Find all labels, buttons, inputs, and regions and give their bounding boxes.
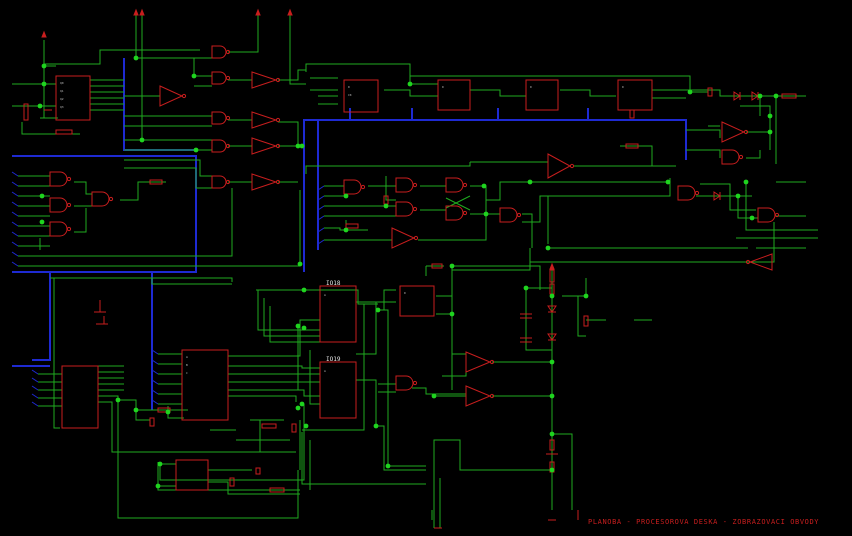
svg-text:Q0: Q0 <box>60 81 64 85</box>
gate-right-1 <box>721 149 740 165</box>
svg-text:D: D <box>404 291 406 295</box>
ic-chain-1 <box>343 79 379 113</box>
svg-text:D: D <box>622 85 624 89</box>
svg-text:C: C <box>186 371 188 375</box>
ic-counter-top-left <box>55 75 91 121</box>
inverter-mid-1 <box>547 153 572 179</box>
ic-chain-3 <box>525 79 559 111</box>
schematic-title: PLANOBA - PROCESOROVA DESKA - ZOBRAZOVAC… <box>588 518 820 526</box>
svg-text:D: D <box>348 85 350 89</box>
inverter-right-1 <box>721 121 746 143</box>
svg-text:Q2: Q2 <box>60 97 64 101</box>
ic-mid-small <box>399 285 435 317</box>
inverter-1 <box>251 71 278 89</box>
gate-and-4 <box>211 139 227 153</box>
inverter-right-2 <box>748 253 773 271</box>
buffer-bottom-2 <box>465 385 492 407</box>
ic-bottom-small <box>175 459 209 491</box>
buffer-bottom-1 <box>465 351 492 373</box>
ic-chain-2 <box>437 79 471 111</box>
svg-text:A: A <box>324 369 326 373</box>
svg-text:A: A <box>186 355 188 359</box>
ic-io18 <box>319 285 357 343</box>
svg-text:Q3: Q3 <box>60 105 64 109</box>
ic-left-bottom <box>61 365 99 429</box>
ic-io19 <box>319 361 357 419</box>
svg-text:D: D <box>530 85 532 89</box>
ic-chain-4 <box>617 79 653 111</box>
inverter-4 <box>251 173 278 191</box>
ic-io19-label: IO19 <box>326 356 341 363</box>
bus-entries <box>11 171 325 407</box>
svg-text:D: D <box>442 85 444 89</box>
inverter-2 <box>251 111 278 129</box>
ic-io18-label: IO18 <box>326 280 341 287</box>
gate-and-3 <box>211 111 227 125</box>
components <box>23 8 797 529</box>
junctions <box>37 55 779 489</box>
ic-counter-bottom <box>181 349 229 421</box>
svg-text:B: B <box>186 363 188 367</box>
gate-and-1 <box>211 45 227 59</box>
svg-text:CK: CK <box>348 93 352 97</box>
gate-and-2 <box>211 71 227 85</box>
bus-lines <box>12 58 687 410</box>
inverter-3 <box>251 137 278 155</box>
gate-and-5 <box>211 175 227 189</box>
svg-text:A: A <box>324 293 326 297</box>
inverter-5 <box>159 85 184 107</box>
svg-text:Q1: Q1 <box>60 89 64 93</box>
